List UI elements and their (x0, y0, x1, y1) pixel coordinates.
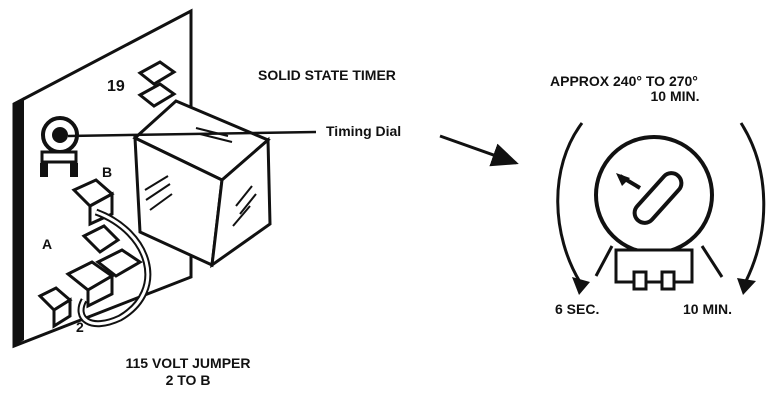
approx-range-sublabel: 10 MIN. (650, 88, 700, 104)
jumper-label-line1: 115 VOLT JUMPER (125, 355, 251, 371)
terminal-a (81, 224, 121, 254)
enlarge-arrow (439, 134, 519, 167)
terminal-block (37, 248, 143, 329)
terminal-b-label: B (102, 164, 113, 180)
range-arc-right (737, 122, 766, 295)
ten-min-label: 10 MIN. (683, 301, 733, 317)
timing-dial-label: Timing Dial (326, 123, 402, 139)
timing-dial-leader (67, 130, 317, 138)
jumper-wire (77, 208, 152, 328)
tick-left (594, 245, 614, 277)
approx-range-label: APPROX 240° TO 270° (550, 73, 698, 89)
jumper-label-line2: 2 TO B (165, 372, 211, 388)
six-sec-label: 6 SEC. (555, 301, 600, 317)
panel-number-label: 19 (107, 78, 125, 95)
terminal-a-label: A (42, 236, 53, 252)
enlarged-dial (594, 135, 714, 291)
range-arc-left (556, 122, 590, 295)
panel-bracket (137, 60, 177, 108)
terminal-2-label: 2 (76, 319, 84, 335)
title-label: SOLID STATE TIMER (258, 67, 396, 83)
panel-timing-dial (40, 116, 79, 177)
terminal-b (71, 178, 115, 227)
tick-right (700, 245, 724, 278)
timer-cube (132, 99, 272, 269)
